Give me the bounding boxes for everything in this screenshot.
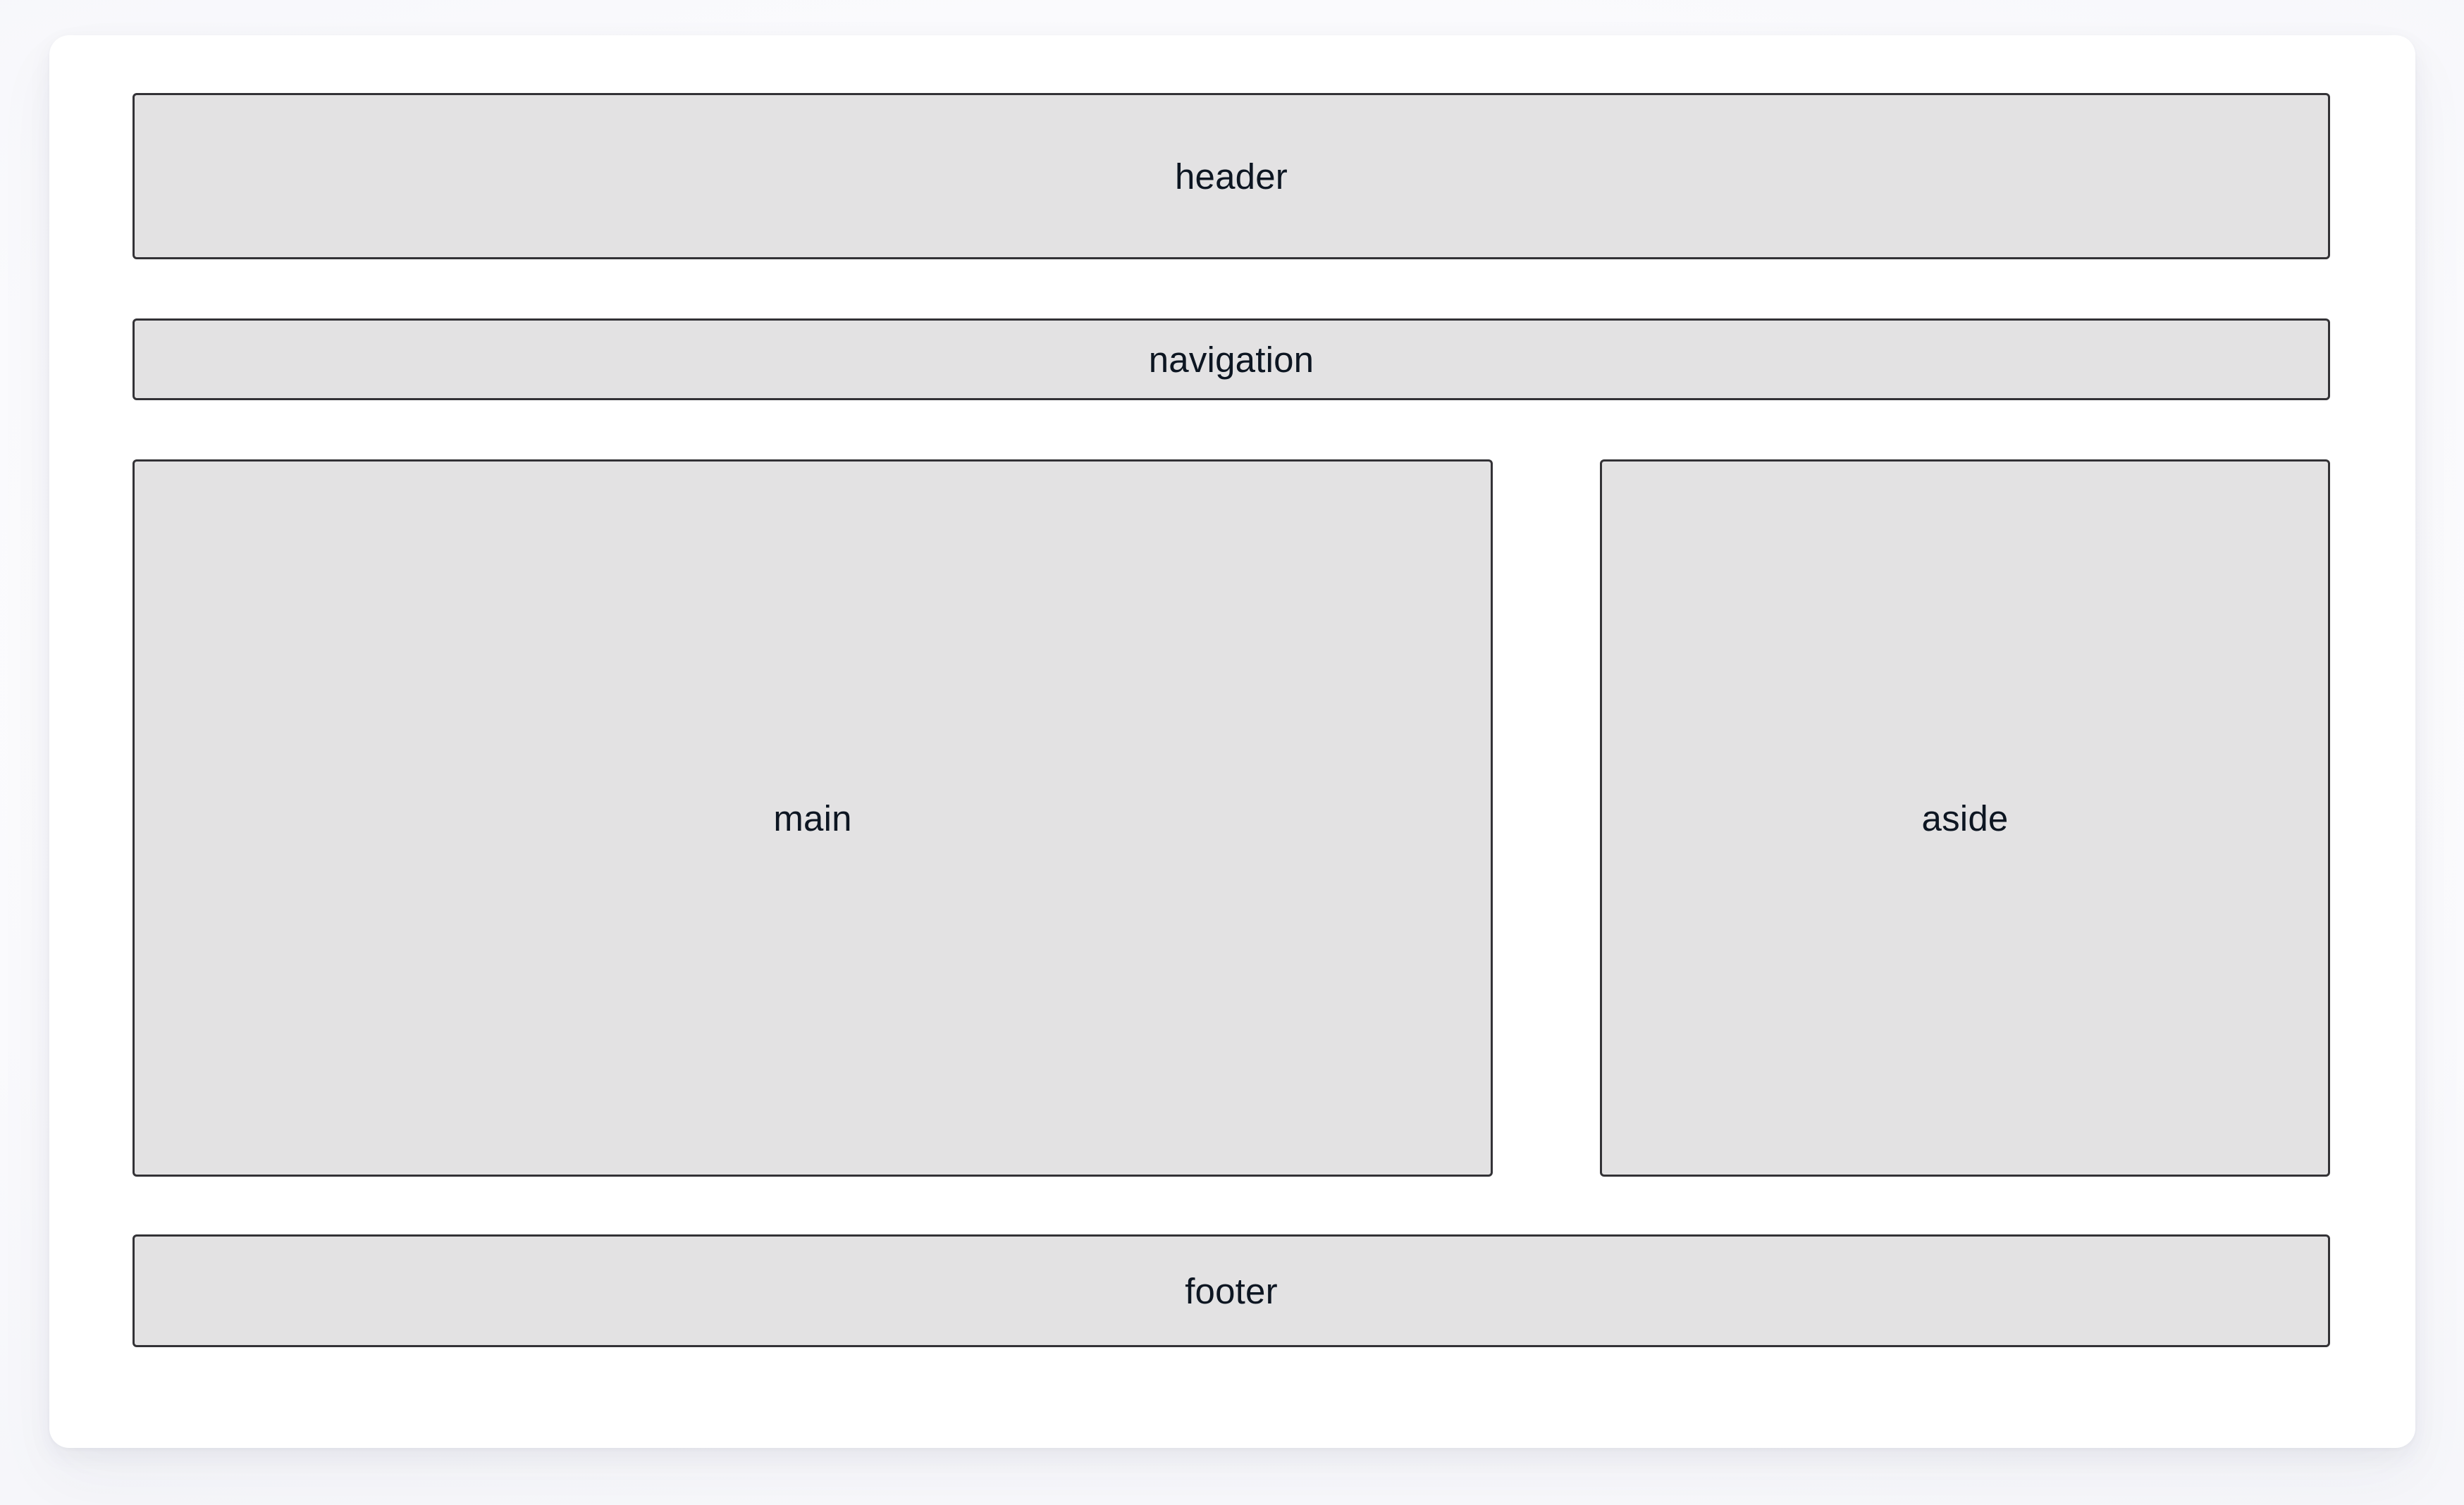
region-stack: header navigation main aside footer bbox=[133, 93, 2330, 1382]
region-aside[interactable]: aside bbox=[1600, 459, 2330, 1177]
region-header[interactable]: header bbox=[133, 93, 2330, 259]
region-footer-label: footer bbox=[1185, 1270, 1278, 1311]
region-navigation[interactable]: navigation bbox=[133, 318, 2330, 400]
region-main[interactable]: main bbox=[133, 459, 1493, 1177]
region-footer[interactable]: footer bbox=[133, 1234, 2330, 1347]
region-navigation-label: navigation bbox=[1148, 339, 1314, 380]
region-main-label: main bbox=[773, 798, 852, 838]
layout-card: header navigation main aside footer bbox=[49, 35, 2415, 1448]
region-header-label: header bbox=[1174, 156, 1288, 197]
region-aside-label: aside bbox=[1921, 798, 2009, 838]
